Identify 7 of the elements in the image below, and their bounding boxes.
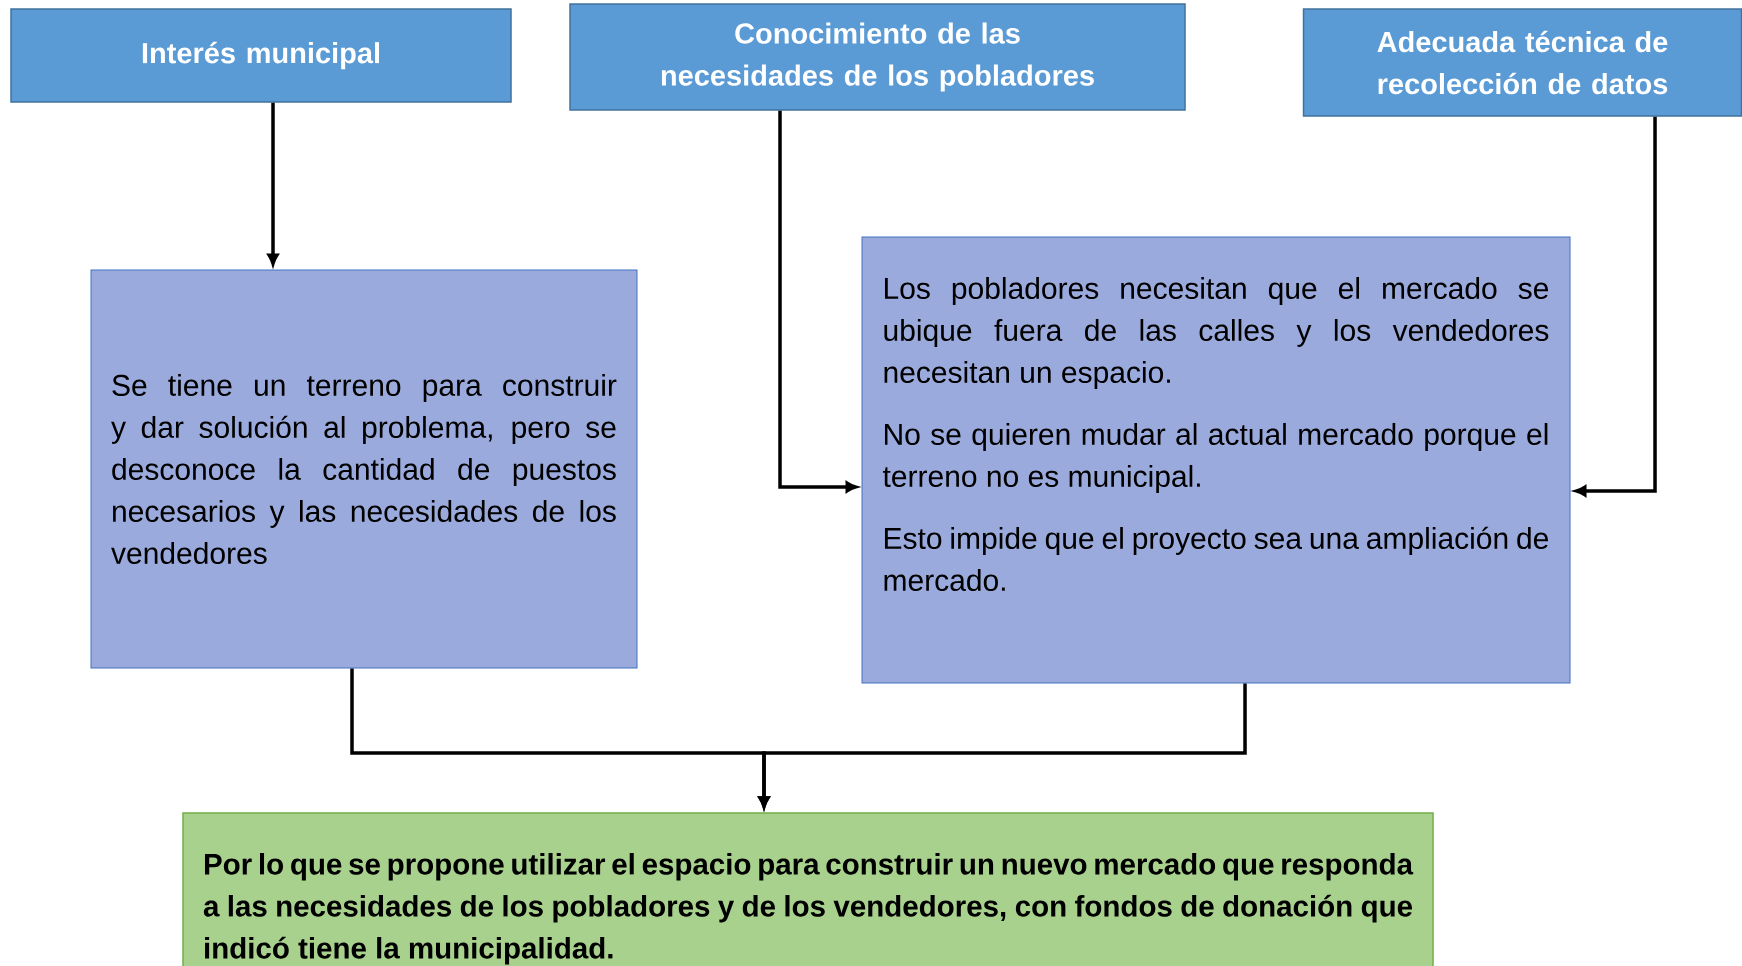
conclusion-box: Por lo que se propone utilizar el espacio para construir un nuevo mercado que responda a las necesidades de los pobladores y de los vendedores, con fondos de donación que indicó tiene la municipalidad.: [182, 812, 1434, 966]
header-box: Interés municipal: [10, 8, 512, 103]
text-box: Se tiene un terreno para construir y dar solución al problema, pero se desconoce la cantidad de puestos necesarios y las necesidades de los vendedores: [90, 269, 638, 669]
arrow: [758, 683, 1247, 809]
header-box: Adecuada técnica de recolección de datos: [1302, 8, 1742, 117]
text-box: Los pobladores necesitan que el mercado se ubique fuera de las calles y los vendedores necesitan un espacio. No se quieren mudar al actual mercado porque el terreno no es municipal. Esto impide que el proyecto sea una ampliación de mercado.: [861, 236, 1571, 684]
header-box: Conocimiento de las necesidades de los pobladores: [569, 3, 1186, 111]
